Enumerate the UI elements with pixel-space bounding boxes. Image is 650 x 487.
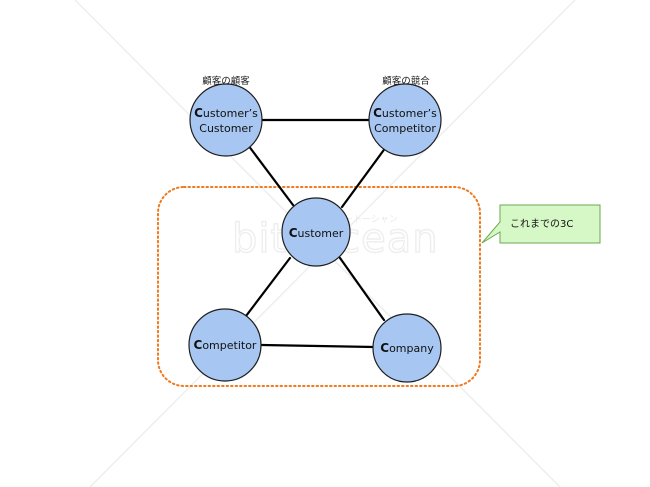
node-circle	[189, 83, 263, 157]
watermark-subtext: ビートーシャン	[335, 214, 398, 225]
existing-3c-group-frame	[157, 186, 481, 387]
node-circle	[281, 197, 351, 267]
node-label-line1: Customer’s	[373, 106, 437, 120]
node-customers-competitor[interactable]: Customer’s Competitor	[368, 83, 442, 157]
node-competitor[interactable]: Competitor	[188, 308, 262, 382]
edge-customer-to-competitor	[244, 256, 292, 318]
edge-competitor-to-company	[260, 343, 376, 349]
node-customer[interactable]: Customer	[281, 197, 351, 267]
callout-bubble	[481, 204, 601, 244]
node-company[interactable]: Company	[372, 313, 442, 383]
edge-customers-customer-to-customer	[246, 143, 295, 207]
node-label-line2: Competitor	[374, 122, 436, 135]
callout-existing-3c: これまでの3C	[481, 204, 601, 244]
edge-customer-to-company	[338, 256, 386, 322]
node-circle	[368, 83, 442, 157]
node-label: Competitor	[194, 338, 257, 352]
node-label-line1: Customer’s	[194, 106, 258, 120]
label-customers-competitor: 顧客の競合	[382, 75, 430, 87]
callout-text: これまでの3C	[510, 218, 573, 230]
connections	[244, 118, 388, 349]
node-circle	[188, 308, 262, 382]
node-label-line2: Customer	[199, 122, 253, 135]
node-label: Customer	[289, 226, 344, 240]
node-circle	[372, 313, 442, 383]
node-customers-customer[interactable]: Customer’s Customer	[189, 83, 263, 157]
label-customers-customer: 顧客の顧客	[202, 75, 250, 87]
node-label: Company	[380, 341, 434, 355]
edge-customers-competitor-to-customer	[340, 145, 388, 209]
